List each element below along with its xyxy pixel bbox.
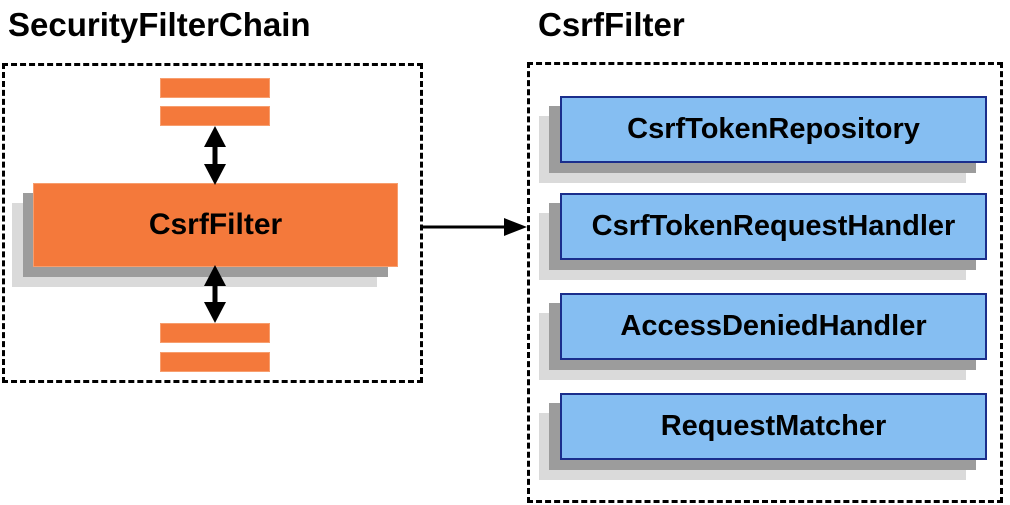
filter-stack-bar-top-2 — [160, 106, 270, 126]
component-box-request-matcher: RequestMatcher — [560, 393, 987, 460]
security-filter-chain-container — [2, 63, 423, 383]
filter-stack-bar-bottom-2 — [160, 352, 270, 372]
filter-stack-bar-bottom-1 — [160, 323, 270, 343]
csrf-filter-box-label: CsrfFilter — [148, 208, 283, 241]
component-label: RequestMatcher — [660, 410, 887, 442]
security-filter-chain-title: SecurityFilterChain — [8, 6, 311, 43]
csrf-filter-container — [527, 62, 1003, 503]
component-box-csrf-token-request-handler: CsrfTokenRequestHandler — [560, 193, 987, 260]
csrf-filter-title: CsrfFilter — [538, 6, 685, 43]
csrf-filter-link-arrow — [423, 218, 527, 236]
filter-stack-bar-top-1 — [160, 78, 270, 98]
component-box-access-denied-handler: AccessDeniedHandler — [560, 293, 987, 360]
component-label: CsrfTokenRequestHandler — [591, 210, 956, 242]
component-label: CsrfTokenRepository — [627, 113, 920, 145]
component-label: AccessDeniedHandler — [620, 310, 927, 342]
component-box-csrf-token-repository: CsrfTokenRepository — [560, 96, 987, 163]
csrf-filter-box: CsrfFilter — [33, 183, 398, 267]
